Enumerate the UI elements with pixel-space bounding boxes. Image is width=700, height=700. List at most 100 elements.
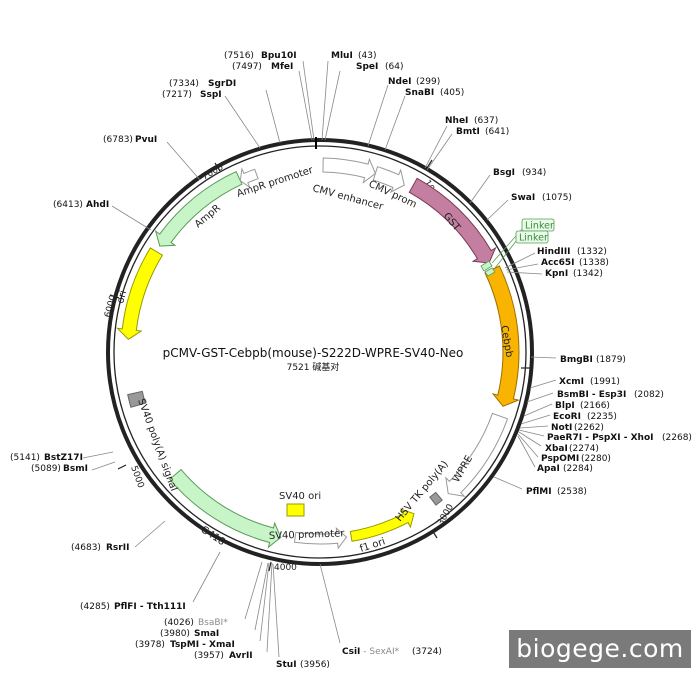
feature-gst[interactable] xyxy=(408,177,497,264)
site-leader-blpi xyxy=(523,403,553,417)
site-name-acc65i[interactable]: Acc65I xyxy=(541,258,575,268)
site-pos-smai: (3980) xyxy=(160,629,190,639)
site-leader-xbai xyxy=(518,431,542,447)
site-pos-csii: (3724) xyxy=(412,647,442,657)
site-leader-ecori xyxy=(520,414,551,425)
site-pos-paer7i: (2268) xyxy=(662,433,692,443)
feature-sv40-promoter[interactable] xyxy=(293,526,348,550)
site-name-bstz17i[interactable]: BstZ17I xyxy=(44,453,83,463)
site-leader-ahdi xyxy=(111,205,152,231)
site-name-paer7i[interactable]: PaeR7I - PspXI - XhoI xyxy=(547,433,653,443)
feature-ampr-promoter[interactable] xyxy=(239,167,259,189)
site-name-spei[interactable]: SpeI xyxy=(356,62,378,72)
site-pos-xcmi: (1991) xyxy=(590,377,620,387)
site-name-snabi-visible[interactable]: SnaBI xyxy=(405,88,434,98)
site-pos-bsgi: (934) xyxy=(522,168,546,178)
site-name-ahdi[interactable]: AhdI xyxy=(86,200,109,210)
site-name-bsabi[interactable]: BsaBI* xyxy=(198,618,228,628)
site-name-ndei[interactable]: NdeI xyxy=(388,77,411,87)
site-name-kpni[interactable]: KpnI xyxy=(545,269,568,279)
site-pos-acc65i: (1338) xyxy=(579,258,609,268)
backbone-inner xyxy=(113,145,527,559)
site-name-bsmi[interactable]: BsmI xyxy=(63,464,88,474)
site-name-bmgbi[interactable]: BmgBI xyxy=(560,355,593,365)
site-name-rsrii[interactable]: RsrII xyxy=(106,543,129,553)
site-name-noti[interactable]: NotI xyxy=(551,423,572,433)
site-name-avrii[interactable]: AvrII xyxy=(229,651,253,661)
site-leader-hindiii xyxy=(504,252,536,269)
site-name-xbai[interactable]: XbaI xyxy=(545,444,568,454)
site-name-ecori[interactable]: EcoRI xyxy=(553,412,581,422)
site-name-mlui[interactable]: MluI xyxy=(331,51,353,61)
site-leader-sgrdi xyxy=(265,89,281,144)
site-leader-rsrii xyxy=(134,520,166,548)
site-name-smai[interactable]: SmaI xyxy=(194,629,219,639)
site-name-sgrdi[interactable]: SgrDI xyxy=(208,79,236,89)
tick-5000 xyxy=(117,464,127,470)
site-pos-swai: (1075) xyxy=(542,193,572,203)
site-pos-mlui: (43) xyxy=(358,51,376,61)
site-name-hindiii[interactable]: HindIII xyxy=(537,247,571,257)
site-pos-tspmi: (3978) xyxy=(135,640,165,650)
site-name-nhei[interactable]: NheI xyxy=(445,116,468,126)
site-pos-kpni: (1342) xyxy=(573,269,603,279)
site-pos-xbai: (2274) xyxy=(569,444,599,454)
site-leader-tspmi xyxy=(259,562,270,642)
plasmid-name: pCMV-GST-Cebpb(mouse)-S222D-WPRE-SV40-Ne… xyxy=(163,346,464,360)
site-name-pspomi[interactable]: PspOMI xyxy=(541,454,579,464)
site-leader-spei xyxy=(324,70,341,141)
site-pos-snabi: (405) xyxy=(440,88,464,98)
feature-wpre[interactable] xyxy=(445,412,509,497)
feature-ampr[interactable] xyxy=(154,170,243,247)
site-name-bsmbi[interactable]: BsmBI - Esp3I xyxy=(557,390,626,400)
site-pos-avrii: (3957) xyxy=(194,651,224,661)
site-name-swai[interactable]: SwaI xyxy=(511,193,535,203)
site-leader-stui xyxy=(272,563,280,658)
site-leader-mlui xyxy=(321,60,329,141)
tick-4000 xyxy=(268,561,272,572)
site-leader-bmti xyxy=(426,133,453,171)
site-leader-xcmi xyxy=(529,379,557,389)
site-name-blpi[interactable]: BlpI xyxy=(555,401,575,411)
feature-sv40-polya[interactable] xyxy=(127,390,146,408)
site-leader-bsgi xyxy=(469,174,491,204)
site-pos-pflfi: (4285) xyxy=(80,602,110,612)
feature-cmv-enhancer[interactable] xyxy=(322,157,377,184)
site-pos-mfei: (7497) xyxy=(232,62,262,72)
linker-box-2[interactable] xyxy=(515,230,549,244)
label-ori: ori xyxy=(115,289,129,304)
site-name-xcmi[interactable]: XcmI xyxy=(559,377,584,387)
site-pos-ndei: (299) xyxy=(416,77,440,87)
site-name-pflfi[interactable]: PflFI - Tth111I xyxy=(114,602,186,612)
site-name-pvui[interactable]: PvuI xyxy=(135,135,157,145)
site-pos-bsmi: (5089) xyxy=(31,464,61,474)
feature-cebpb[interactable] xyxy=(484,265,520,407)
site-name-sspi[interactable]: SspI xyxy=(200,90,222,100)
site-name-csii[interactable]: CsiI - SexAI* xyxy=(342,647,400,657)
site-pos-pvui: (6783) xyxy=(103,135,133,145)
tick-7000 xyxy=(214,162,221,172)
site-leader-bsabi xyxy=(244,561,263,620)
site-name-mfei[interactable]: MfeI xyxy=(271,62,293,72)
linker-label-1: Linker xyxy=(525,221,554,232)
site-name-apai[interactable]: ApaI xyxy=(537,464,560,474)
site-name-bpu10i[interactable]: Bpu10I xyxy=(261,51,297,61)
site-name-pflmi[interactable]: PflMI xyxy=(526,487,552,497)
feature-ori[interactable] xyxy=(116,247,164,340)
site-name-stui[interactable]: StuI xyxy=(276,660,297,670)
site-leader-acc65i xyxy=(505,263,539,271)
site-pos-bsmbi: (2082) xyxy=(634,390,664,400)
feature-f1-ori[interactable] xyxy=(349,508,415,542)
linker-leader-2 xyxy=(494,239,518,269)
feature-g418[interactable] xyxy=(168,468,282,549)
site-leader-pflfi xyxy=(192,551,221,603)
linker-label-2: Linker xyxy=(519,233,548,244)
feature-cmv-prom[interactable] xyxy=(372,166,405,194)
feature-sv40-ori[interactable] xyxy=(286,503,305,517)
site-pos-stui: (3956) xyxy=(300,660,330,670)
site-name-bmti[interactable]: BmtI xyxy=(456,127,480,137)
site-name-tspmi[interactable]: TspMI - XmaI xyxy=(170,640,235,650)
site-name-bsgi[interactable]: BsgI xyxy=(493,168,515,178)
feature-hsv-tk-polya[interactable] xyxy=(429,491,443,506)
